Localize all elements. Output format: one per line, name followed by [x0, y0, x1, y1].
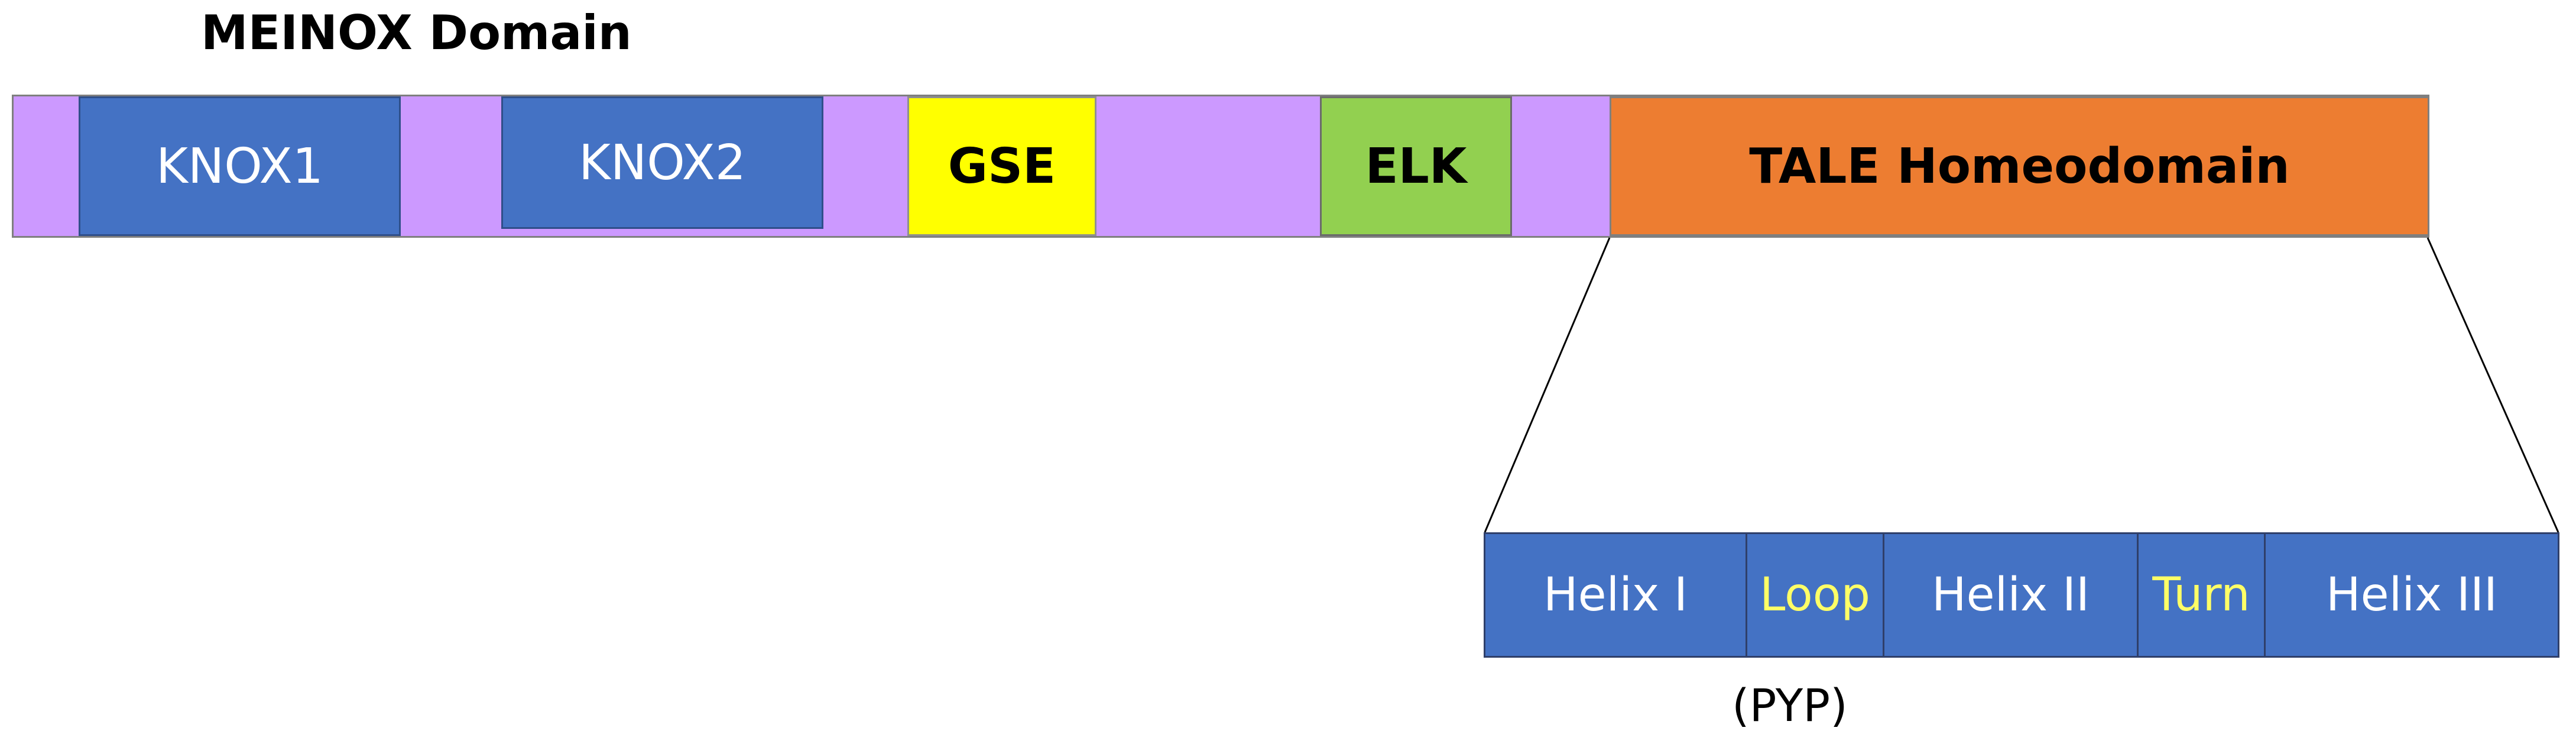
gse-label: GSE [948, 138, 1056, 195]
loop-motif-note: (PYP) [1732, 679, 1848, 732]
zoom-line-left [1484, 237, 1611, 533]
homeodomain-detail-bar: Helix I Loop Helix II Turn Helix III [1484, 532, 2559, 658]
loop-label: Loop [1759, 568, 1871, 622]
loop-segment: Loop [1746, 534, 1883, 656]
tale-homeodomain: TALE Homeodomain [1610, 96, 2429, 236]
turn-segment: Turn [2137, 534, 2264, 656]
knox2-domain: KNOX2 [501, 96, 823, 229]
knox1-label: KNOX1 [156, 138, 323, 195]
turn-label: Turn [2152, 568, 2250, 622]
tale-label: TALE Homeodomain [1749, 138, 2290, 195]
elk-domain: ELK [1320, 96, 1512, 236]
knox1-domain: KNOX1 [79, 96, 401, 236]
helix3-label: Helix III [2326, 568, 2497, 622]
helix1-segment: Helix I [1485, 534, 1746, 656]
helix2-segment: Helix II [1883, 534, 2137, 656]
helix3-segment: Helix III [2264, 534, 2558, 656]
diagram-title: MEINOX Domain [201, 5, 632, 60]
protein-domain-bar: KNOX1 KNOX2 GSE ELK TALE Homeodomain [12, 95, 2429, 238]
gse-domain: GSE [907, 96, 1096, 236]
zoom-line-right [2426, 237, 2559, 533]
helix1-label: Helix I [1543, 568, 1688, 622]
elk-label: ELK [1365, 138, 1467, 195]
knox2-label: KNOX2 [579, 134, 746, 191]
helix2-label: Helix II [1932, 568, 2090, 622]
